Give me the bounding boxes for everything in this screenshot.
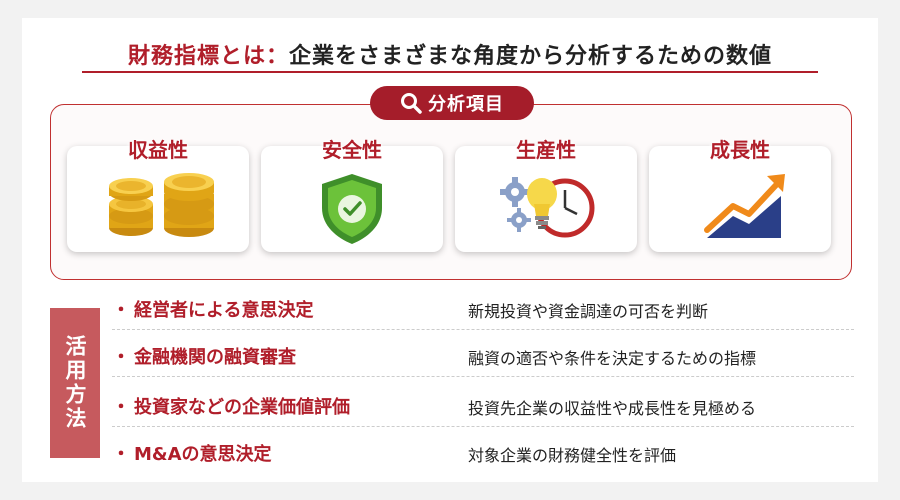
analysis-item-productivity-label: 生産性: [516, 138, 576, 162]
shield-check-icon: [322, 174, 382, 244]
analysis-panel-label-text: 分析項目: [428, 94, 504, 115]
usage-description: 対象企業の財務健全性を評価: [468, 446, 677, 465]
title-sub: 企業をさまざまな角度から分析するための数値: [289, 44, 773, 69]
usage-item: 投資家などの企業価値評価: [134, 397, 350, 418]
analysis-item-safety-label: 安全性: [322, 138, 382, 162]
bullet: ・: [112, 347, 130, 368]
title-underline: [82, 71, 818, 73]
analysis-item-growth: [649, 146, 831, 252]
row-divider: [112, 426, 854, 427]
usage-row: ・ 投資家などの企業価値評価 投資先企業の収益性や成長性を見極める: [112, 391, 854, 427]
analysis-panel-label: 分析項目: [370, 86, 534, 120]
usage-description: 融資の適否や条件を決定するための指標: [468, 349, 757, 368]
bullet: ・: [112, 444, 130, 465]
growth-chart-icon: [704, 174, 785, 238]
row-divider: [112, 329, 854, 330]
usage-label: 活用方法: [50, 308, 100, 458]
title-main: 財務指標とは：: [127, 44, 289, 69]
bullet: ・: [112, 300, 130, 321]
usage-item: 経営者による意思決定: [134, 300, 314, 321]
analysis-item-growth-label: 成長性: [710, 138, 770, 162]
usage-description: 投資先企業の収益性や成長性を見極める: [468, 399, 757, 418]
usage-item: 金融機関の融資審査: [134, 347, 296, 368]
row-divider: [112, 376, 854, 377]
usage-row: ・ 金融機関の融資審査 融資の適否や条件を決定するための指標: [112, 341, 854, 377]
search-icon: [401, 93, 422, 114]
bullet: ・: [112, 397, 130, 418]
usage-description: 新規投資や資金調達の可否を判断: [468, 302, 709, 321]
analysis-item-productivity: [455, 146, 637, 252]
analysis-item-profitability: [67, 146, 249, 252]
page-title: 財務指標とは：企業をさまざまな角度から分析するための数値: [0, 38, 900, 70]
analysis-item-safety: [261, 146, 443, 252]
usage-row: ・ M&Aの意思決定 対象企業の財務健全性を評価: [112, 438, 854, 474]
usage-row: ・ 経営者による意思決定 新規投資や資金調達の可否を判断: [112, 294, 854, 330]
usage-item: M&Aの意思決定: [134, 444, 272, 465]
gears-bulb-clock-icon: [500, 177, 595, 238]
analysis-item-profitability-label: 収益性: [128, 138, 188, 162]
coins-icon: [109, 173, 214, 237]
